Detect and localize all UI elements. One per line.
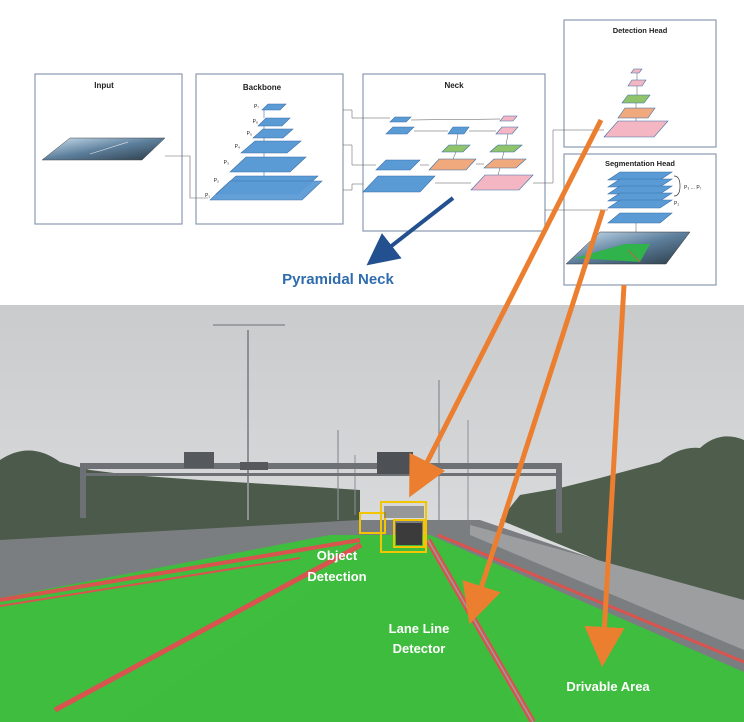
lane-line-label-line2: Detector: [393, 641, 446, 656]
detection-head-panel: Detection Head: [533, 19, 717, 184]
svg-text:P₇: P₇: [254, 104, 259, 110]
backbone-level-p3: [229, 156, 307, 173]
input-title: Input: [94, 81, 114, 90]
detection-box: [380, 501, 427, 553]
neck-right-column: [470, 115, 534, 191]
segmentation-head-panel: Segmentation Head P₃ ... P₇ P₂: [545, 153, 717, 286]
orange-arrows: [409, 118, 627, 667]
neck-left-column: [362, 116, 436, 193]
backbone-level-p1: [209, 180, 323, 201]
backbone-panel: Backbone P₇ P₆ P₅ P₄ P₃ P₂ P₁: [165, 73, 344, 225]
pyramidal-neck-arrow: [366, 196, 455, 266]
detection-box: [359, 512, 386, 534]
detection-box: [393, 519, 425, 548]
svg-text:P₂: P₂: [214, 178, 219, 184]
detection-head-title: Detection Head: [613, 26, 668, 35]
backbone-title: Backbone: [243, 83, 282, 92]
pyramidal-neck-label: Pyramidal Neck: [282, 271, 394, 288]
neck-panel: Neck: [343, 73, 546, 232]
lane-line-label-line1: Lane Line: [389, 621, 450, 636]
road-scene: [0, 305, 744, 722]
neck-middle-column: [428, 126, 477, 171]
backbone-level-p4: [240, 140, 302, 154]
arrow-to-lane-line: [462, 209, 606, 625]
vehicle: [396, 523, 422, 545]
input-panel: Input: [34, 73, 183, 225]
svg-text:P₆: P₆: [253, 119, 258, 125]
backbone-level-p7: [261, 103, 287, 111]
arrow-to-object-detection: [409, 118, 604, 498]
object-detection-label-line1: Object: [317, 548, 358, 563]
svg-text:P₅: P₅: [247, 131, 252, 137]
arrow-to-drivable-area: [584, 284, 627, 667]
svg-text:P₄: P₄: [235, 144, 240, 150]
segmentation-head-title: Segmentation Head: [605, 159, 675, 168]
svg-text:P₁: P₁: [205, 193, 210, 199]
backbone-level-p6: [257, 117, 291, 127]
drivable-area-label: Drivable Area: [566, 679, 650, 694]
seg-range-label: P₃ ... P₇: [684, 185, 702, 191]
object-detection-boxes: [359, 501, 427, 553]
overhead-gantry: [80, 452, 562, 533]
input-image-thumbnail: [41, 137, 166, 161]
seg-p2-label: P₂: [674, 201, 679, 207]
backbone-pyramid: [209, 103, 323, 201]
neck-title: Neck: [444, 81, 464, 90]
segmentation-stack: [607, 171, 673, 224]
backbone-level-p5: [252, 128, 294, 139]
trees-right: [500, 436, 744, 620]
svg-text:P₃: P₃: [224, 160, 229, 166]
object-detection-label-line2: Detection: [307, 569, 366, 584]
